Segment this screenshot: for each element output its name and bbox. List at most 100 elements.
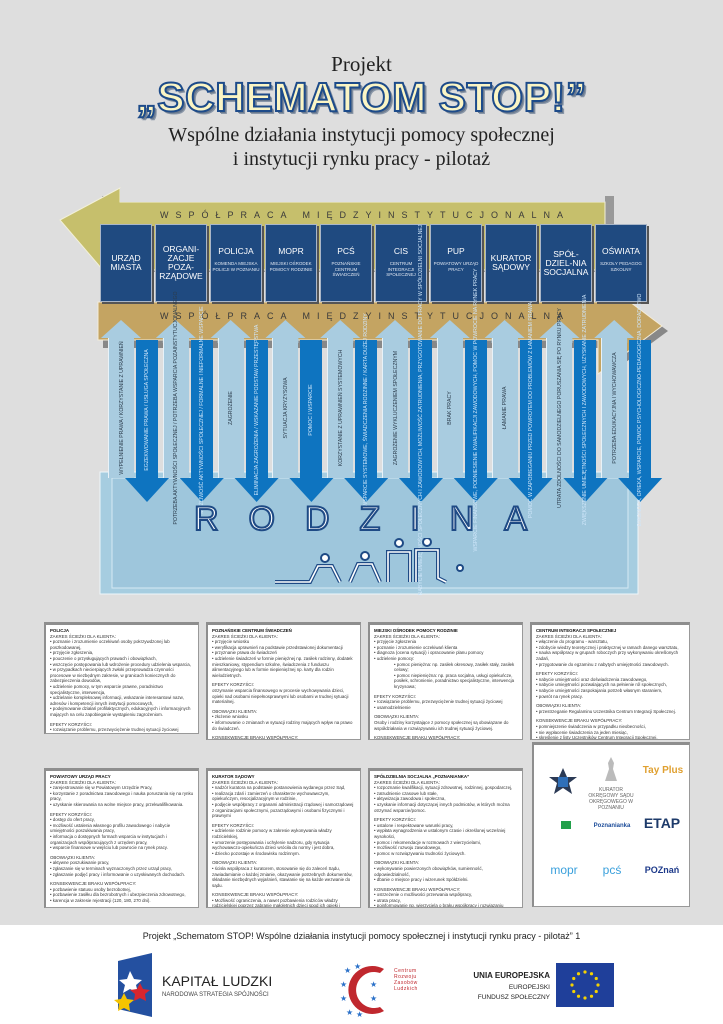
svg-text:★: ★: [354, 962, 361, 971]
panel-section: OBOWIĄZKI KLIENTA:• wykonywanie powierzo…: [374, 860, 518, 882]
panel-section: KONSEKWENCJE BRAKU WSPÓŁPRACY:• odmowa p…: [374, 735, 518, 739]
poster: Projekt „SCHEMATOM STOP!” Wspólne działa…: [0, 0, 723, 925]
panel-item: • usamodzielnienie: [374, 704, 411, 710]
panel-section-heading: OBOWIĄZKI KLIENTA:: [212, 708, 258, 714]
offer-arrowhead: [618, 478, 663, 502]
institution-box: PCŚ POZNAŃSKIE CENTRUM ŚWIADCZEŃ: [320, 224, 372, 302]
need-text: ZAGROŻENIE WYKLUCZENIEM SPOŁECZNYM: [392, 350, 399, 466]
need-text: UTRATA ZDOLNOŚCI DO SAMODZIELNEGO PORUSZ…: [556, 308, 563, 508]
panel-section-heading: ZAKRES ŚCIEŻKI DLA KLIENTA:: [212, 779, 278, 785]
need-text: POTRZEBA EDUKACYJNA I WYCHOWAWCZA: [611, 352, 618, 464]
panel-item: • skreślenie z listy Uczestników Centrum…: [536, 735, 658, 740]
panel-section-heading: KONSEKWENCJE BRAKU WSPÓŁPRACY:: [212, 892, 299, 898]
logo-poznanianka: Poznanianka: [593, 823, 631, 829]
need-column: ŁAMANIE PRAWA: [491, 338, 518, 478]
panel-item: • zgłaszanie podjęć pracy i informowanie…: [50, 871, 186, 877]
offer-column: WSPARCIE FINANSOWE, PODNIESIENIE KWALIFI…: [464, 268, 487, 552]
panel-section-heading: OBOWIĄZKI KLIENTA:: [536, 703, 582, 709]
institution-name: KURATOR SĄDOWY: [490, 253, 532, 272]
institution-name: PUP: [447, 246, 465, 256]
panel-section-heading: OBOWIĄZKI KLIENTA:: [374, 714, 420, 720]
panel-section-heading: EFEKTY KORZYŚCI:: [50, 721, 92, 727]
panel-section: OBOWIĄZKI KLIENTA:• przestrzeganie Regul…: [536, 703, 685, 714]
panel-item: • zgłaszanie się w terminach wyznaczonyc…: [50, 865, 173, 871]
offer-arrowhead: [179, 478, 224, 502]
panel-item: • dziecko pozostaje w środowisku rodzinn…: [212, 850, 300, 856]
eu-star: [583, 996, 587, 1000]
panel-item: • nabycie umiejętności pozwalających na …: [536, 682, 667, 688]
rodzina-label: RODZINA: [193, 499, 557, 539]
eu-star: [570, 983, 574, 987]
panel-section: OBOWIĄZKI KLIENTA:• ścisła współpraca z …: [212, 860, 356, 888]
panel-item: • wykonywanie powierzonych obowiązków, s…: [374, 865, 483, 877]
panel-title: SPÓŁDZIELNIA SOCJALNA „POZNANIANKA”: [374, 774, 470, 779]
need-arrowhead: [320, 320, 361, 338]
panel-section: ZAKRES ŚCIEŻKI DLA KLIENTA:• poznanie i …: [50, 634, 194, 718]
need-column: UTRATA ZDOLNOŚCI DO SAMODZIELNEGO PORUSZ…: [546, 308, 573, 508]
panel-item: • osoby i rodziny korzystające z działań…: [50, 733, 194, 734]
panel-section: OBOWIĄZKI KLIENTA:• złożenie wniosku• in…: [212, 709, 356, 731]
panel-section: OBOWIĄZKI KLIENTA:Osoby i rodziny korzys…: [374, 714, 518, 731]
eu-star: [583, 970, 587, 974]
panel-item: • weryfikacja uprawnień na podstawie prz…: [212, 644, 343, 650]
offer-column: POMOC W ZAPOBIEGANIU PRZED POWROTEM DO P…: [519, 302, 542, 518]
need-arrowhead: [155, 320, 196, 338]
partner-logos-panel: KURATOR OKRĘGOWY SĄDU OKRĘGOWEGO W POZNA…: [532, 742, 690, 907]
header-projekt: Projekt: [331, 52, 392, 76]
panel-item: • umorzenie postępowania i uchylenie nad…: [212, 839, 335, 851]
panel-item: • poinformowanie np. wierzyciela o braku…: [374, 903, 504, 908]
panel-title: POZNAŃSKIE CENTRUM ŚWIADCZEŃ: [212, 628, 292, 633]
header-subtitle-2: i instytucji rynku pracy - pilotaż: [232, 148, 491, 170]
panel-item: • udzielenie rodzinie pomocy w zakresie …: [212, 828, 332, 839]
need-arrowhead: [375, 320, 415, 338]
need-arrowhead: [101, 320, 141, 338]
panel-item: otrzymanie wsparcia finansowego w proces…: [212, 687, 349, 705]
institution-name: SPÓŁ-DZIEL-NIA SOCJALNA: [543, 248, 589, 277]
panel-section: ZAKRES ŚCIEŻKI DLA KLIENTA:• przyjęcie w…: [212, 634, 356, 679]
panel-section-heading: ZAKRES ŚCIEŻKI DLA KLIENTA:: [374, 633, 440, 639]
need-column: SYTUACJA KRYZYSOWA: [272, 338, 299, 478]
need-column: BRAK PRACY: [436, 338, 463, 478]
institution-box: POLICJA KOMENDA MIEJSKA POLICJI W POZNAN…: [210, 224, 262, 302]
panel-section-heading: KONSEKWENCJE BRAKU WSPÓŁPRACY:: [50, 881, 137, 887]
panel-title: POWIATOWY URZĄD PRACY: [50, 774, 111, 779]
panel-item: • utrata pracy,: [374, 897, 401, 903]
offer-text: POMOC I WSPARCIE: [308, 384, 315, 436]
panel-item: • powrót na rynek pracy.: [536, 693, 583, 699]
panel-section-heading: OBOWIĄZKI KLIENTA:: [50, 854, 96, 860]
panel-item: • udzielanie kompleksowej informacji, ws…: [50, 695, 184, 706]
panel-item: • przygotowanie do egzaminu z nabytych u…: [536, 661, 669, 667]
panel-item: • pomniejszenie świadczenia w przypadku …: [536, 723, 646, 729]
panel-section-heading: EFEKTY KORZYŚCI:: [50, 811, 92, 817]
offer-text: EGZEKWOWANIE PRAWA / USŁUGA SPOŁECZNA: [144, 349, 150, 471]
panel-item: • aktywne poszukiwanie pracy,: [50, 860, 110, 866]
panel-item: • złożenie wniosku: [212, 714, 248, 720]
panel-item: • Możliwość ograniczenia, a nawet pozbaw…: [212, 897, 341, 908]
need-text: SYTUACJA KRYZYSOWA: [282, 377, 289, 439]
need-text: POTRZEBA AKTYWNOŚCI SPOŁECZNEJ / POTRZEB…: [173, 291, 180, 525]
panel-item: • aktywizacja zawodowa i społeczna,: [374, 796, 446, 802]
panel-title: CENTRUM INTEGRACJI SPOŁECZNEJ: [536, 628, 617, 633]
panel-section-heading: OBOWIĄZKI KLIENTA:: [212, 860, 258, 866]
institution-box: KURATOR SĄDOWY: [485, 224, 537, 302]
institution-desc: SZKOŁY PEDAGOG SZKOLNY: [600, 261, 642, 272]
panel-section: KONSEKWENCJE BRAKU WSPÓŁPRACY:• pozbawie…: [50, 881, 194, 903]
panel-item: • przestrzeganie Regulaminu Uczestnika C…: [536, 708, 676, 714]
institution-name: MOPR: [278, 246, 304, 256]
panel-item: • rozpoznanie kwalifikacji, sytuacji zdr…: [374, 785, 513, 791]
panel-item: • przyznanie prawa do świadczeń: [212, 650, 277, 656]
ue-line2: EUROPEJSKI: [508, 984, 550, 991]
crzl-line: Zasobów: [394, 980, 418, 986]
panel-section-heading: EFEKTY KORZYŚCI:: [374, 817, 416, 823]
panel-item: • nauka współpracy w grupach roboczych p…: [536, 650, 679, 661]
logo-poznan: POZnań: [644, 865, 680, 875]
panel-item: • przyjęcie zgłoszenia,: [50, 650, 94, 656]
logo-etap: ETAP: [643, 815, 681, 831]
panel-item: • uzyskanie skierowania na wolne miejsce…: [50, 801, 184, 807]
panel-item: • rozwiązanie problemu, przezwyciężenie …: [374, 699, 503, 705]
header-subtitle-1: Wspólne działania instytucji pomocy społ…: [168, 124, 555, 146]
need-arrowhead: [265, 320, 306, 338]
